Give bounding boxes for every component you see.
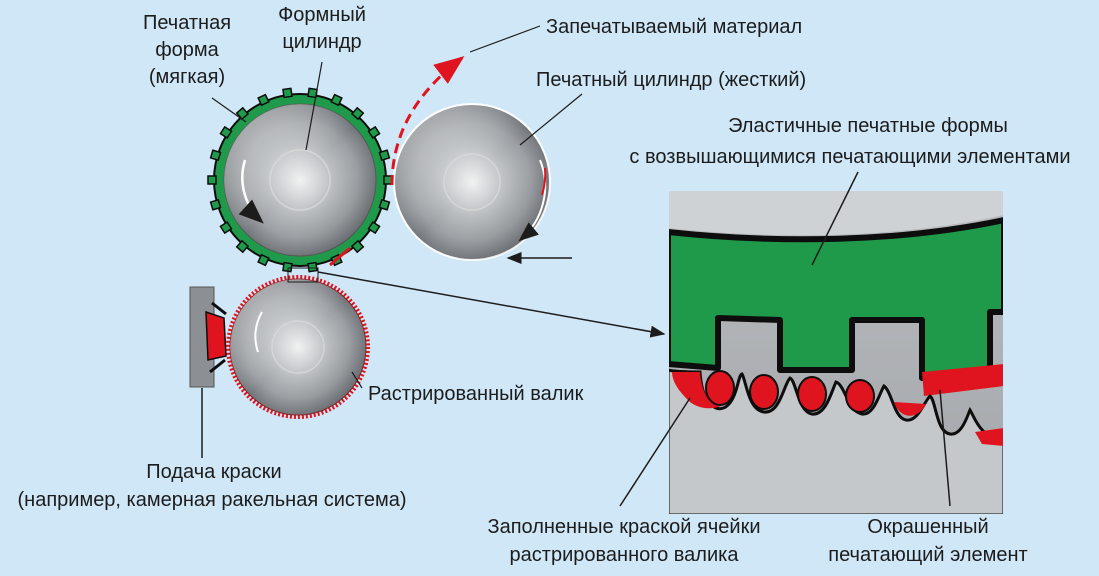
impression-cylinder [393,103,572,264]
plate-relief-tooth [282,87,293,99]
label-plate-1: Печатная [143,12,231,34]
plate-relief-tooth [350,106,365,121]
plate-relief-tooth [307,261,318,273]
label-filled-cells-1: Заполненные краской ячейки [488,516,761,538]
plate-relief-tooth [209,198,222,211]
plate-relief-tooth [350,239,365,254]
plate-relief-tooth [207,175,217,185]
label-substrate: Запечатываемый материал [546,16,802,38]
rotation-arrow [254,311,263,353]
plate-relief-tooth [209,149,222,162]
substrate-path [390,56,465,186]
elastic-plate [668,217,1004,381]
anilox-cell-surface [668,368,1004,515]
leader-line-anilox [351,371,363,389]
plate-relief-tooth [367,221,381,235]
ink-cell [797,376,827,412]
zoom-detail [668,190,1004,515]
zoom-source-box [287,267,319,283]
ink-transfer-mark [329,246,351,267]
inked-printing-element [922,364,1004,396]
label-ink-feed-1: Подача краски [146,461,281,483]
ink-cell [705,370,735,406]
plate-cylinder [207,87,393,273]
leader-line-cells [619,397,691,507]
leader-line-plate-cylinder [305,61,323,151]
label-elastic-1: Эластичные печатные формы [728,115,1008,137]
leader-line-plate [211,97,247,123]
label-filled-cells-2: растрированного валика [510,544,740,566]
label-plate-cylinder-1: Формный [278,4,366,26]
label-impression-cylinder: Печатный цилиндр (жесткий) [536,69,806,91]
plate-relief-tooth [378,149,391,162]
plate-relief-tooth [219,221,233,235]
chamber-doctor-blade [189,286,227,388]
label-inked-element-2: печатающий элемент [828,544,1027,566]
plate-relief-tooth [378,198,391,211]
leader-line-impression [519,93,583,146]
rotation-arrow [238,159,264,224]
leader-line-substrate [469,25,541,53]
plate-relief-tooth [282,261,293,273]
label-plate-3: (мягкая) [149,66,225,88]
label-plate-cylinder-2: цилиндр [282,31,361,53]
plate-relief-tooth [330,93,343,107]
label-anilox-roller: Растрированный валик [368,383,584,405]
plate-relief-tooth [367,125,381,139]
rotation-arrow [518,159,547,242]
plate-relief-tooth [257,93,270,107]
plate-relief-tooth [235,106,250,121]
ink-cell [845,379,875,413]
label-inked-element-1: Окрашенный [867,516,988,538]
leader-line-elastic [811,171,859,266]
zoom-callout-arrow [317,271,666,338]
ink-mark [541,167,547,196]
label-ink-feed-2: (например, камерная ракельная система) [17,489,406,511]
anilox-roller [226,275,370,419]
ink-cell [749,374,779,410]
leader-line-inked [939,389,951,507]
plate-relief-tooth [257,253,270,267]
plate-relief-tooth [235,239,250,254]
label-elastic-2: с возвышающимися печатающими элементами [629,146,1070,168]
plate-relief-tooth [219,125,233,139]
label-plate-2: форма [155,39,219,61]
